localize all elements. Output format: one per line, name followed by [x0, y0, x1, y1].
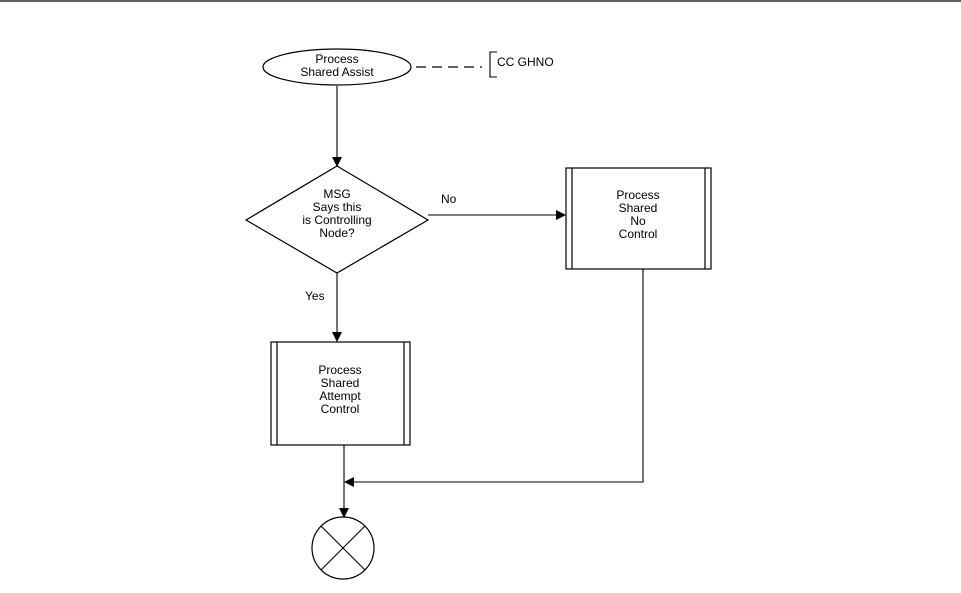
- decision-line-1: MSG: [323, 187, 350, 201]
- process-attempt-control-shape: [270, 341, 411, 446]
- arrow-no-control-to-merge: [344, 269, 644, 487]
- decision: MSG Says this is Controlling Node?: [244, 165, 430, 274]
- process-no-control: Process Shared No Control: [565, 167, 712, 270]
- process-no-control-line-3: No: [630, 214, 646, 228]
- start-terminator-line-1: Process: [315, 52, 358, 66]
- start-terminator-shape: [262, 48, 412, 86]
- decision-line-4: Node?: [319, 226, 355, 240]
- end-connector: [311, 516, 375, 580]
- annotation: CC GHNO: [489, 51, 554, 78]
- annotation-text: CC GHNO: [497, 55, 554, 69]
- end-connector-circle: [311, 516, 375, 580]
- process-no-control-line-1: Process: [616, 188, 659, 202]
- start-terminator-line-2: Shared Assist: [300, 65, 374, 79]
- process-attempt-control: Process Shared Attempt Control: [270, 341, 411, 446]
- process-attempt-control-line-4: Control: [321, 402, 360, 416]
- annotation-bracket: [489, 51, 497, 78]
- decision-line-3: is Controlling: [302, 213, 371, 227]
- process-no-control-line-2: Shared: [619, 201, 658, 215]
- end-connector-x-2: [320, 525, 366, 571]
- yes-label: Yes: [305, 289, 325, 303]
- process-attempt-control-line-3: Attempt: [319, 389, 361, 403]
- process-attempt-control-line-2: Shared: [321, 376, 360, 390]
- no-label: No: [441, 192, 457, 206]
- decision-line-2: Says this: [313, 200, 362, 214]
- process-no-control-shape: [565, 167, 712, 270]
- process-no-control-line-4: Control: [619, 227, 658, 241]
- start-terminator: Process Shared Assist: [262, 48, 412, 86]
- process-attempt-control-line-1: Process: [318, 363, 361, 377]
